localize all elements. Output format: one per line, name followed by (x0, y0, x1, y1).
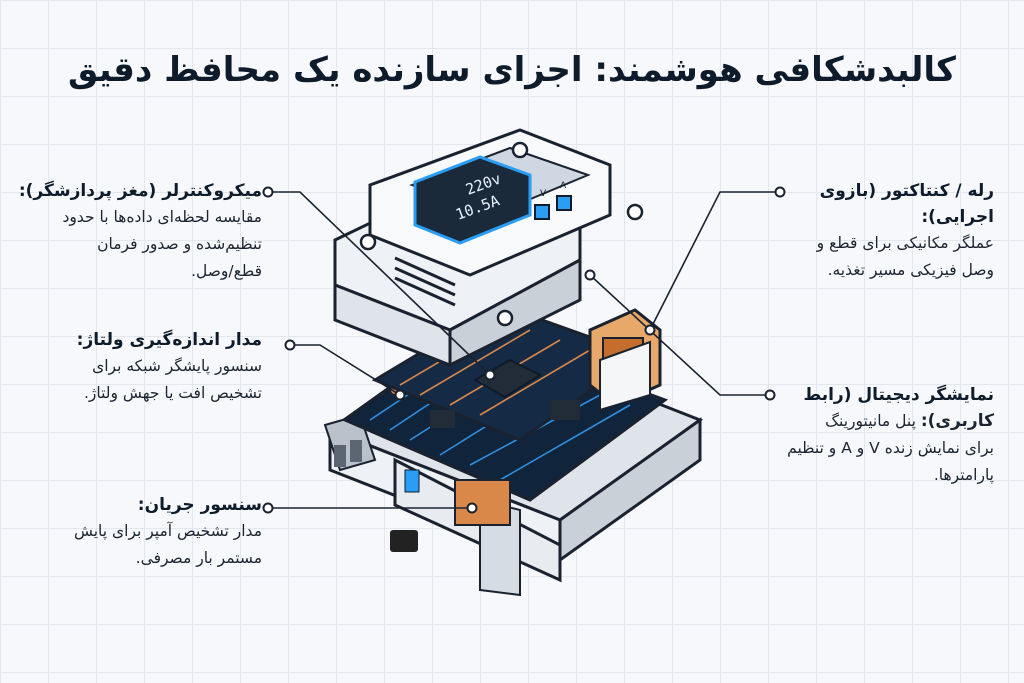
leader-relay (649, 191, 780, 331)
callout-microcontroller: میکروکنترلر (مغز پردازشگر): مقایسه لحظه‌… (4, 178, 262, 285)
callout-microcontroller-line-1: مقایسه لحظه‌ای داده‌ها با حدود (62, 208, 263, 226)
callout-microcontroller-line-2: تنظیم‌شده و صدور فرمان (97, 235, 262, 253)
callout-current-heading: سنسور جریان: (137, 495, 262, 515)
callout-relay-line-1: عملگر مکانیکی برای قطع و (816, 234, 994, 252)
callout-display-heading-2: کاربری): (920, 411, 994, 431)
leader-microcontroller (268, 191, 491, 376)
callout-display-line-2: پارامترها. (933, 466, 994, 484)
lcd-screen (413, 155, 572, 245)
leader-display (589, 274, 770, 396)
page-title: کالبدشکافی هوشمند: اجزای سازنده یک محافظ… (68, 50, 956, 90)
callout-display-heading: نمایشگر دیجیتال (رابط (803, 385, 995, 405)
callout-relay: رله / کنتاکتور (بازوی اجرایی): عملگر مکا… (779, 178, 994, 284)
callout-voltage-heading: مدار اندازه‌گیری ولتاژ: (76, 330, 262, 350)
callout-display: نمایشگر دیجیتال (رابط کاربری): پنل مانیت… (779, 382, 994, 489)
callout-voltage: مدار اندازه‌گیری ولتاژ: سنسور پایشگر شبک… (4, 327, 262, 407)
callout-display-line-1: برای نمایش زنده V و A و تنظیم (787, 439, 994, 457)
relay-component (588, 308, 662, 412)
callout-microcontroller-heading: میکروکنترلر (مغز پردازشگر): (18, 181, 262, 201)
unit-a-label: A (560, 181, 567, 191)
callout-relay-heading: رله / کنتاکتور (بازوی اجرایی): (819, 181, 994, 227)
leader-voltage (290, 344, 401, 396)
callout-current-line-2: مستمر بار مصرفی. (135, 549, 262, 567)
callout-relay-line-2: وصل فیزیکی مسیر تغذیه. (827, 261, 994, 279)
callout-voltage-line-1: سنسور پایشگر شبکه برای (92, 357, 262, 375)
callout-voltage-line-2: تشخیص افت یا جهش ولتاژ. (83, 384, 262, 402)
callout-current-line-1: مدار تشخیص آمپر برای پایش (73, 522, 262, 540)
callout-current: سنسور جریان: مدار تشخیص آمپر برای پایش م… (4, 492, 262, 572)
callout-microcontroller-line-3: قطع/وصل. (191, 262, 262, 280)
unit-v-label: V (540, 189, 547, 199)
callout-display-inline: پنل مانیتورینگ (825, 412, 916, 430)
